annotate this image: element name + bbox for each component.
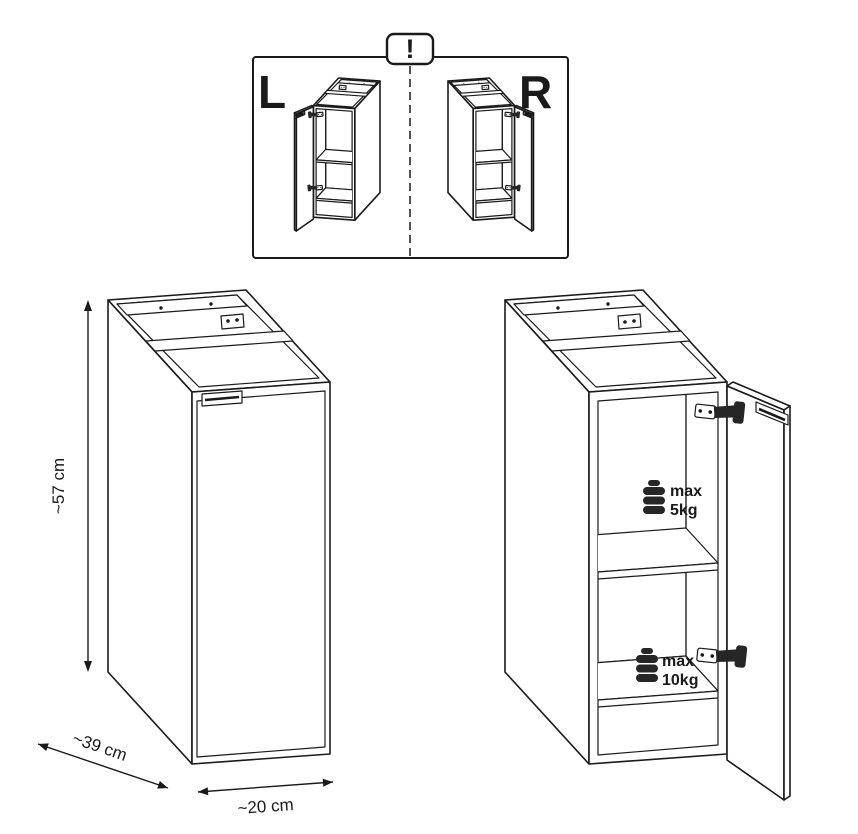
- load-limit-upper-value: 5kg: [670, 502, 698, 519]
- load-limit-lower-word: max: [662, 653, 694, 670]
- arrowhead-left: [38, 743, 49, 751]
- door-panel: [727, 386, 784, 800]
- arrowhead-right: [322, 778, 333, 787]
- alert-badge-box: [385, 32, 435, 66]
- top-back-rail: [514, 295, 644, 315]
- bracket-screw-dot: [632, 319, 636, 323]
- height-label: ~57 cm: [49, 458, 68, 514]
- variant-left-label: L: [258, 66, 286, 118]
- bottom-panel-edge: [598, 691, 718, 707]
- mounting-bracket: [618, 314, 641, 329]
- arrowhead-left: [198, 787, 209, 796]
- bracket-screw-dot: [623, 320, 627, 324]
- door-handle-groove: [204, 395, 240, 402]
- width-dimension: ~20 cm: [197, 778, 334, 818]
- middle-shelf-edge: [598, 563, 718, 579]
- open-door: [727, 382, 790, 800]
- load-limit-lower-value: 10kg: [662, 672, 698, 689]
- load-limit-upper: max 5kg: [643, 480, 702, 519]
- variant-selector-panel: L R !: [252, 32, 569, 259]
- depth-arrow: [37, 743, 169, 789]
- hinge-icon: [696, 645, 748, 668]
- arrowhead-down: [84, 661, 92, 672]
- cabinet-closed-view: [107, 289, 331, 765]
- arrowhead-right: [157, 781, 168, 789]
- cabinet-interior: [598, 357, 718, 707]
- mounting-bracket: [220, 313, 245, 330]
- hinge-icon: [694, 401, 746, 424]
- cabinet-open-view: [505, 290, 790, 800]
- load-limit-upper-word: max: [670, 483, 702, 500]
- top-cross-rail: [543, 331, 690, 351]
- width-arrow: [197, 781, 334, 793]
- weight-icon: [643, 480, 665, 514]
- depth-label: ~39 cm: [70, 729, 129, 765]
- rail-screw-dot: [606, 302, 610, 306]
- height-dimension: ~57 cm: [49, 300, 92, 672]
- rail-screw-dot: [556, 306, 560, 310]
- rail-screw-dot: [159, 306, 163, 310]
- alert-exclamation-icon: !: [406, 34, 415, 64]
- depth-dimension: ~39 cm: [37, 729, 169, 789]
- rail-screw-dot: [209, 302, 213, 306]
- closed-door-panel: [196, 390, 326, 758]
- load-limit-lower: max 10kg: [636, 648, 698, 689]
- bracket-screw-dot: [235, 318, 239, 322]
- arrowhead-up: [84, 300, 92, 311]
- top-back-rail: [116, 294, 248, 316]
- door-free-edge: [784, 406, 790, 800]
- top-cross-rail: [145, 330, 294, 352]
- bracket-screw-dot: [226, 319, 230, 323]
- alert-badge: !: [385, 32, 435, 66]
- width-label: ~20 cm: [237, 795, 294, 818]
- weight-icon: [636, 648, 658, 682]
- door-handle-groove: [759, 409, 785, 420]
